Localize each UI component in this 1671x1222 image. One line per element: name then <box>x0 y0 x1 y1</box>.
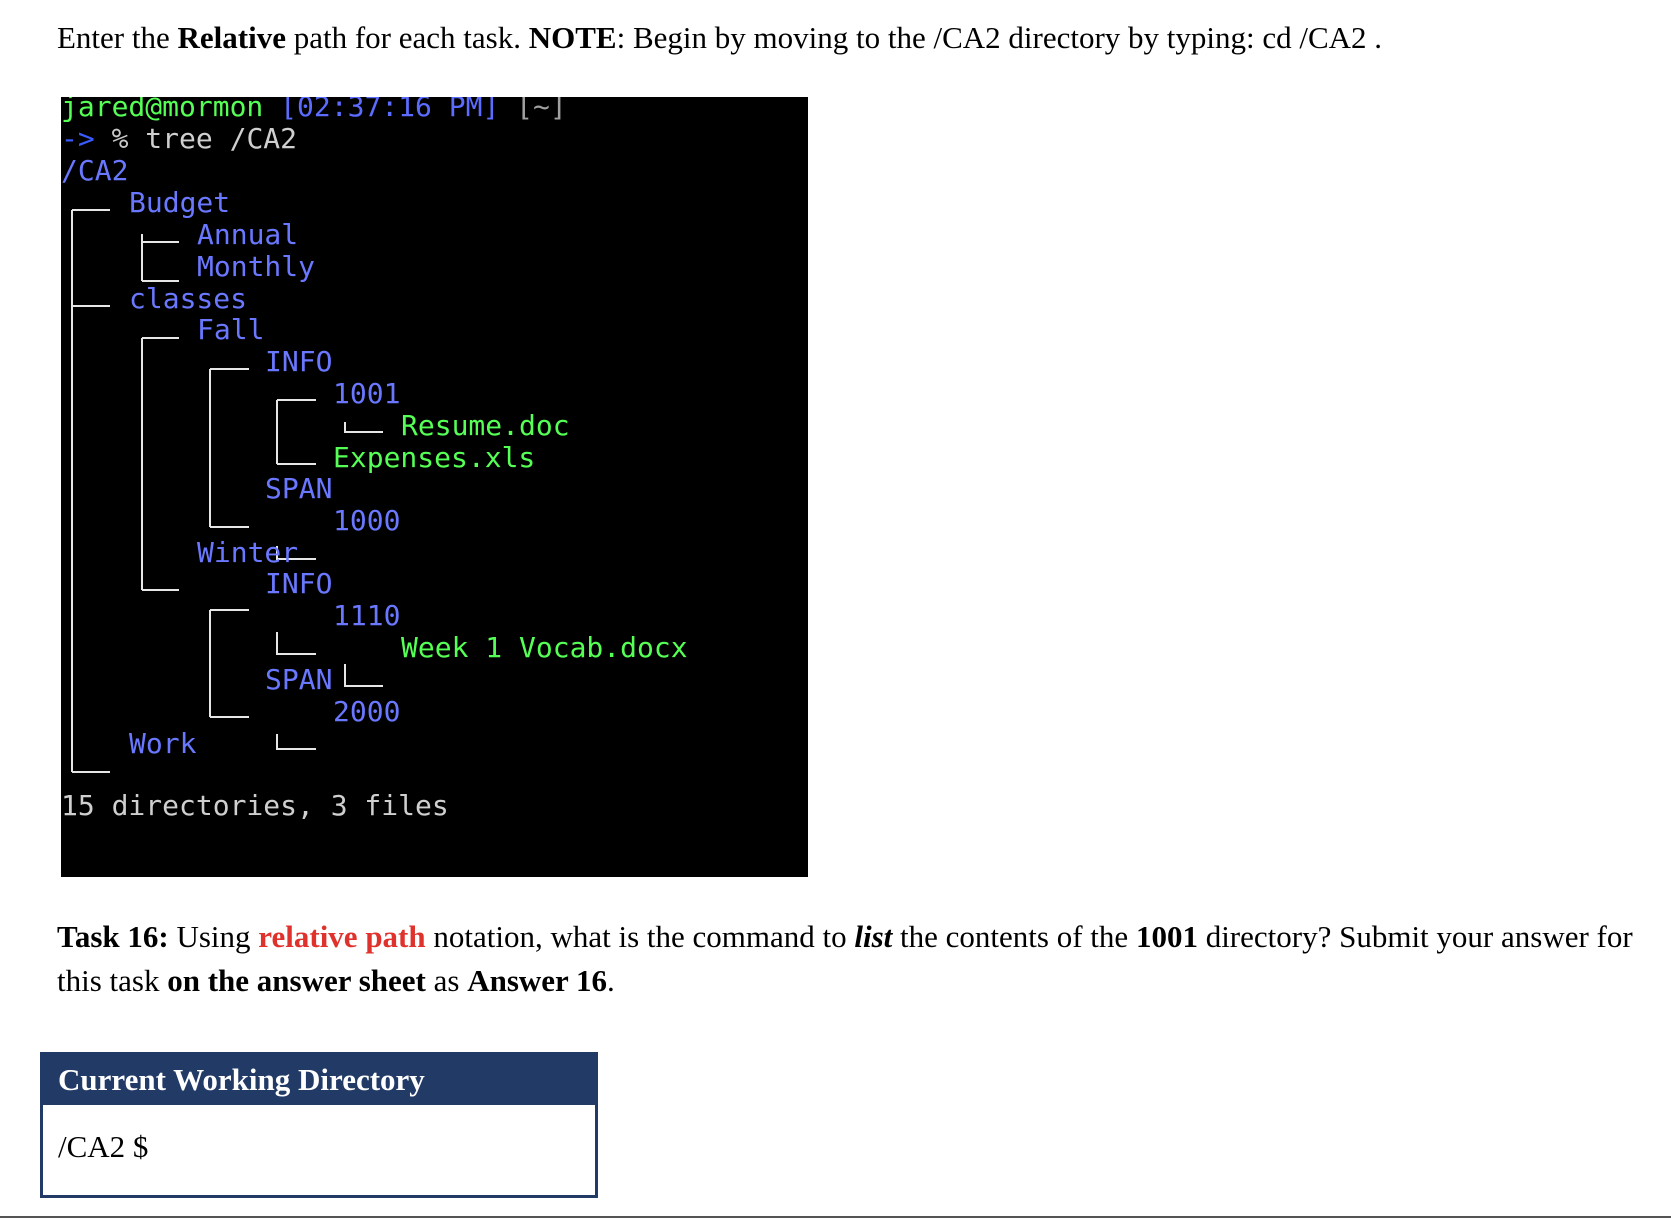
tree-dir-winter-span: SPAN <box>265 663 333 696</box>
prompt-user: jared@mormon <box>61 97 264 123</box>
task-text-3: the contents of the <box>892 919 1136 954</box>
prompt-percent: % <box>111 122 129 155</box>
tree-line-fall-info <box>276 399 316 465</box>
task-text-1: Using <box>168 919 259 954</box>
tree-line-1001 <box>344 422 383 433</box>
tree-root: /CA2 <box>61 154 129 187</box>
intro-text-2: path for each task. <box>285 20 529 55</box>
terminal-screenshot: jared@mormon [02:37:16 PM] [~] -> % tree… <box>61 97 808 877</box>
tree-file-vocab: Week 1 Vocab.docx <box>401 631 688 664</box>
tree-line-fall-span <box>276 546 316 560</box>
tree-line-winter-info <box>276 632 316 655</box>
tree-line-1110 <box>344 664 383 687</box>
tree-line-winter <box>209 609 249 718</box>
intro-text-3: : Begin by moving to the /CA2 directory … <box>616 20 1383 55</box>
tree-dir-winter: Winter <box>197 536 299 569</box>
task-text-6: . <box>606 963 615 998</box>
instructions-text: Enter the Relative path for each task. N… <box>57 16 1637 60</box>
tree-dir-work: Work <box>129 727 197 760</box>
tree-file-resume: Resume.doc <box>401 409 570 442</box>
tree-summary: 15 directories, 3 files <box>61 789 449 822</box>
tree-line-fall <box>209 368 249 528</box>
tree-dir-1000: 1000 <box>333 504 401 537</box>
tree-dir-monthly: Monthly <box>197 250 316 283</box>
task-dir-1001: 1001 <box>1135 919 1198 954</box>
prompt-dir: [~] <box>516 97 567 123</box>
cwd-header: Current Working Directory <box>43 1055 595 1105</box>
tree-dir-1110: 1110 <box>333 599 401 632</box>
tree-dir-annual: Annual <box>197 218 299 251</box>
tree-connector-lines <box>71 209 383 773</box>
prompt-line: jared@mormon [02:37:16 PM] [~] <box>61 97 567 124</box>
tree-dir-fall-span: SPAN <box>265 472 333 505</box>
tree-dir-classes: classes <box>129 282 248 315</box>
task-relative-path: relative path <box>258 919 426 954</box>
intro-bold-note: NOTE <box>528 20 617 55</box>
task-16-text: Task 16: Using relative path notation, w… <box>57 915 1647 1003</box>
task-label: Task 16: <box>57 919 169 954</box>
task-text-2: notation, what is the command to <box>425 919 855 954</box>
tree-line-root <box>71 209 110 773</box>
cwd-value: /CA2 $ <box>58 1129 149 1164</box>
bottom-divider <box>0 1216 1671 1218</box>
tree-file-expenses: Expenses.xls <box>333 441 536 474</box>
tree-dir-1001: 1001 <box>333 377 401 410</box>
current-working-directory-box: Current Working Directory /CA2 $ <box>40 1052 598 1198</box>
task-list-word: list <box>854 919 893 954</box>
tree-dir-2000: 2000 <box>333 695 401 728</box>
tree-dir-fall-info: INFO <box>265 345 333 378</box>
intro-text-1: Enter the <box>57 20 178 55</box>
tree-dir-fall: Fall <box>197 313 265 346</box>
tree-dir-budget: Budget <box>129 186 231 219</box>
command-line: -> % tree /CA2 <box>61 122 297 156</box>
intro-bold-relative: Relative <box>177 20 286 55</box>
tree-dir-winter-info: INFO <box>265 567 333 600</box>
prompt-time: [02:37:16 PM] <box>280 97 500 123</box>
tree-command: tree /CA2 <box>145 122 298 155</box>
tree-line-winter-span <box>276 734 316 750</box>
task-answer-16: Answer 16 <box>467 963 607 998</box>
task-text-5: as <box>425 963 468 998</box>
tree-line-budget <box>141 234 179 282</box>
prompt-arrow: -> <box>61 122 95 155</box>
tree-line-classes <box>141 337 179 591</box>
task-text-4: directory? Submit your answer for this t… <box>57 919 1633 998</box>
task-answer-sheet: on the answer sheet <box>167 963 426 998</box>
